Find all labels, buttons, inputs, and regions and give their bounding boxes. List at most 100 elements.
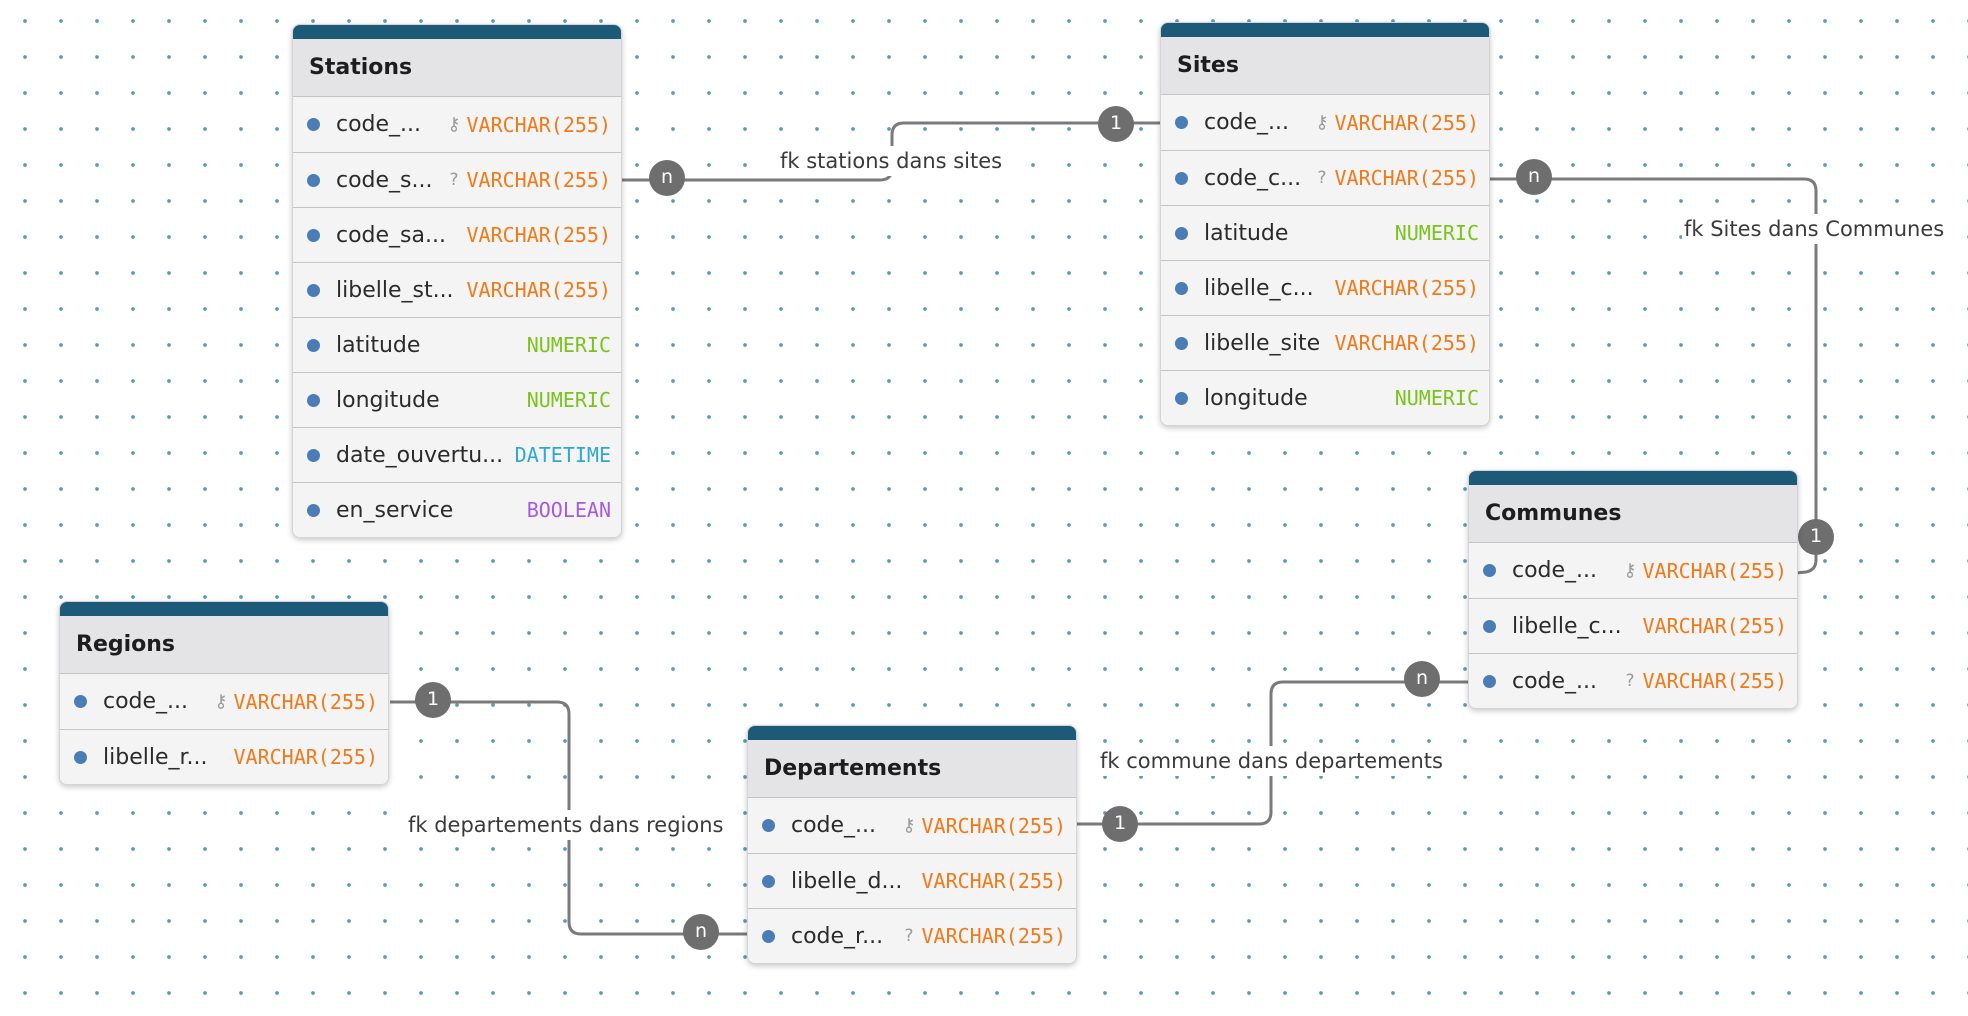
relation-sites-communes[interactable]: fk Sites dans Communes n 1	[1490, 159, 1950, 575]
table-departements[interactable]: Departements code_...⚷VARCHAR(255)libell…	[747, 725, 1077, 964]
field-row[interactable]: code_...?VARCHAR(255)	[1469, 653, 1797, 708]
field-row[interactable]: libelle_d...VARCHAR(255)	[748, 853, 1076, 908]
field-row[interactable]: code_...⚷VARCHAR(255)	[1161, 95, 1489, 150]
field-row[interactable]: code_r...? VARCHAR(255)	[748, 908, 1076, 963]
field-row[interactable]: libelle_st...VARCHAR(255)	[293, 262, 621, 317]
field-type: VARCHAR(255)	[1334, 110, 1480, 135]
cardinality-badge-many	[1404, 661, 1440, 697]
field-dot-icon	[307, 118, 320, 131]
field-name: libelle_site	[1204, 330, 1321, 356]
table-color-bar	[60, 602, 388, 616]
table-stations[interactable]: Stations code_...⚷VARCHAR(255)code_s...?…	[292, 24, 622, 538]
field-dot-icon	[307, 338, 320, 352]
field-row[interactable]: code_...⚷VARCHAR(255)	[1469, 543, 1797, 598]
table-communes[interactable]: Communes code_...⚷VARCHAR(255)libelle_c.…	[1468, 470, 1798, 709]
field-list: code_...⚷VARCHAR(255)code_c...?VARCHAR(2…	[1161, 95, 1489, 425]
relation-communes-departements[interactable]: fk commune dans departements n 1	[1076, 661, 1468, 842]
field-name: libelle_c...	[1204, 275, 1314, 301]
field-row[interactable]: libelle_c...VARCHAR(255)	[1469, 598, 1797, 653]
question-mark-icon: ?	[1625, 671, 1635, 691]
field-row[interactable]: code_sa... VARCHAR(255)	[293, 207, 621, 262]
field-dot-icon	[762, 929, 775, 943]
field-type: VARCHAR(255)	[921, 924, 1067, 948]
field-name: code_...	[791, 813, 877, 838]
field-type: NUMERIC	[526, 333, 611, 357]
field-dot-icon	[1483, 619, 1496, 633]
field-dot-icon	[1175, 281, 1188, 295]
field-row[interactable]: libelle_site VARCHAR(255)	[1161, 315, 1489, 370]
relation-stations-sites[interactable]: fk stations dans sites n 1	[620, 106, 1160, 196]
table-sites[interactable]: Sites code_...⚷VARCHAR(255)code_c...?VAR…	[1160, 22, 1490, 426]
key-icon: ⚷	[1623, 560, 1637, 581]
relation-label-bg	[406, 810, 732, 840]
question-mark-icon: ?	[904, 926, 914, 946]
table-color-bar	[1469, 471, 1797, 485]
cardinality-badge-one	[1798, 519, 1834, 555]
field-type: VARCHAR(255)	[1642, 558, 1788, 583]
relation-label[interactable]: fk departements dans regions	[408, 813, 723, 837]
relation-label[interactable]: fk commune dans departements	[1100, 749, 1443, 773]
field-dot-icon	[307, 173, 320, 187]
key-icon: ⚷	[214, 691, 228, 712]
cardinality-text: n	[695, 920, 707, 942]
field-row[interactable]: code_...⚷VARCHAR(255)	[60, 674, 388, 729]
field-row[interactable]: libelle_r...VARCHAR(255)	[60, 729, 388, 784]
field-dot-icon	[74, 695, 87, 708]
field-name: code_sa...	[336, 222, 446, 248]
field-dot-icon	[307, 503, 320, 517]
relation-label[interactable]: fk stations dans sites	[780, 149, 1002, 173]
field-type: VARCHAR(255)	[921, 869, 1067, 893]
field-name: latitude	[1204, 220, 1289, 246]
field-type: VARCHAR(255)	[466, 278, 612, 302]
field-dot-icon	[307, 393, 320, 407]
field-name: libelle_r...	[103, 744, 208, 770]
field-dot-icon	[1175, 336, 1188, 350]
cardinality-text: n	[661, 166, 673, 188]
field-name: longitude	[1204, 385, 1308, 411]
field-dot-icon	[1175, 226, 1188, 240]
table-title[interactable]: Communes	[1469, 485, 1797, 543]
field-type: VARCHAR(255)	[466, 223, 612, 247]
field-dot-icon	[1175, 116, 1188, 129]
table-title[interactable]: Regions	[60, 616, 388, 674]
field-name: code_r...	[791, 923, 884, 949]
field-row[interactable]: code_c...?VARCHAR(255)	[1161, 150, 1489, 205]
field-type: DATETIME	[514, 443, 611, 467]
field-list: code_...⚷VARCHAR(255)code_s...?VARCHAR(2…	[293, 97, 621, 537]
table-title[interactable]: Stations	[293, 39, 621, 97]
table-title[interactable]: Departements	[748, 740, 1076, 798]
field-row[interactable]: libelle_c...VARCHAR(255)	[1161, 260, 1489, 315]
field-row[interactable]: code_...⚷VARCHAR(255)	[293, 97, 621, 152]
field-dot-icon	[762, 819, 775, 832]
field-type: VARCHAR(255)	[1642, 669, 1788, 693]
field-dot-icon	[74, 750, 87, 764]
table-regions[interactable]: Regions code_...⚷VARCHAR(255)libelle_r..…	[59, 601, 389, 785]
field-dot-icon	[762, 874, 775, 888]
field-list: code_...⚷VARCHAR(255)libelle_r...VARCHAR…	[60, 674, 388, 784]
question-mark-icon: ?	[1317, 168, 1327, 188]
relation-label[interactable]: fk Sites dans Communes	[1684, 217, 1944, 241]
field-type: VARCHAR(255)	[1334, 331, 1480, 355]
cardinality-text: 1	[1810, 525, 1822, 547]
relation-line[interactable]	[1490, 177, 1818, 575]
question-mark-icon: ?	[449, 170, 459, 190]
relation-label-bg	[776, 146, 1006, 176]
field-name: code_...	[103, 689, 189, 714]
cardinality-badge-many	[683, 914, 719, 950]
relation-departements-regions[interactable]: fk departements dans regions n 1	[390, 682, 747, 950]
field-row[interactable]: code_...⚷VARCHAR(255)	[748, 798, 1076, 853]
cardinality-text: 1	[1110, 112, 1122, 134]
cardinality-badge-many	[649, 160, 685, 196]
field-row[interactable]: code_s...?VARCHAR(255)	[293, 152, 621, 207]
relation-label-bg	[1682, 214, 1950, 244]
field-row[interactable]: date_ouvertu...DATETIME	[293, 427, 621, 482]
key-icon: ⚷	[447, 114, 461, 135]
table-title[interactable]: Sites	[1161, 37, 1489, 95]
field-dot-icon	[1175, 391, 1188, 405]
